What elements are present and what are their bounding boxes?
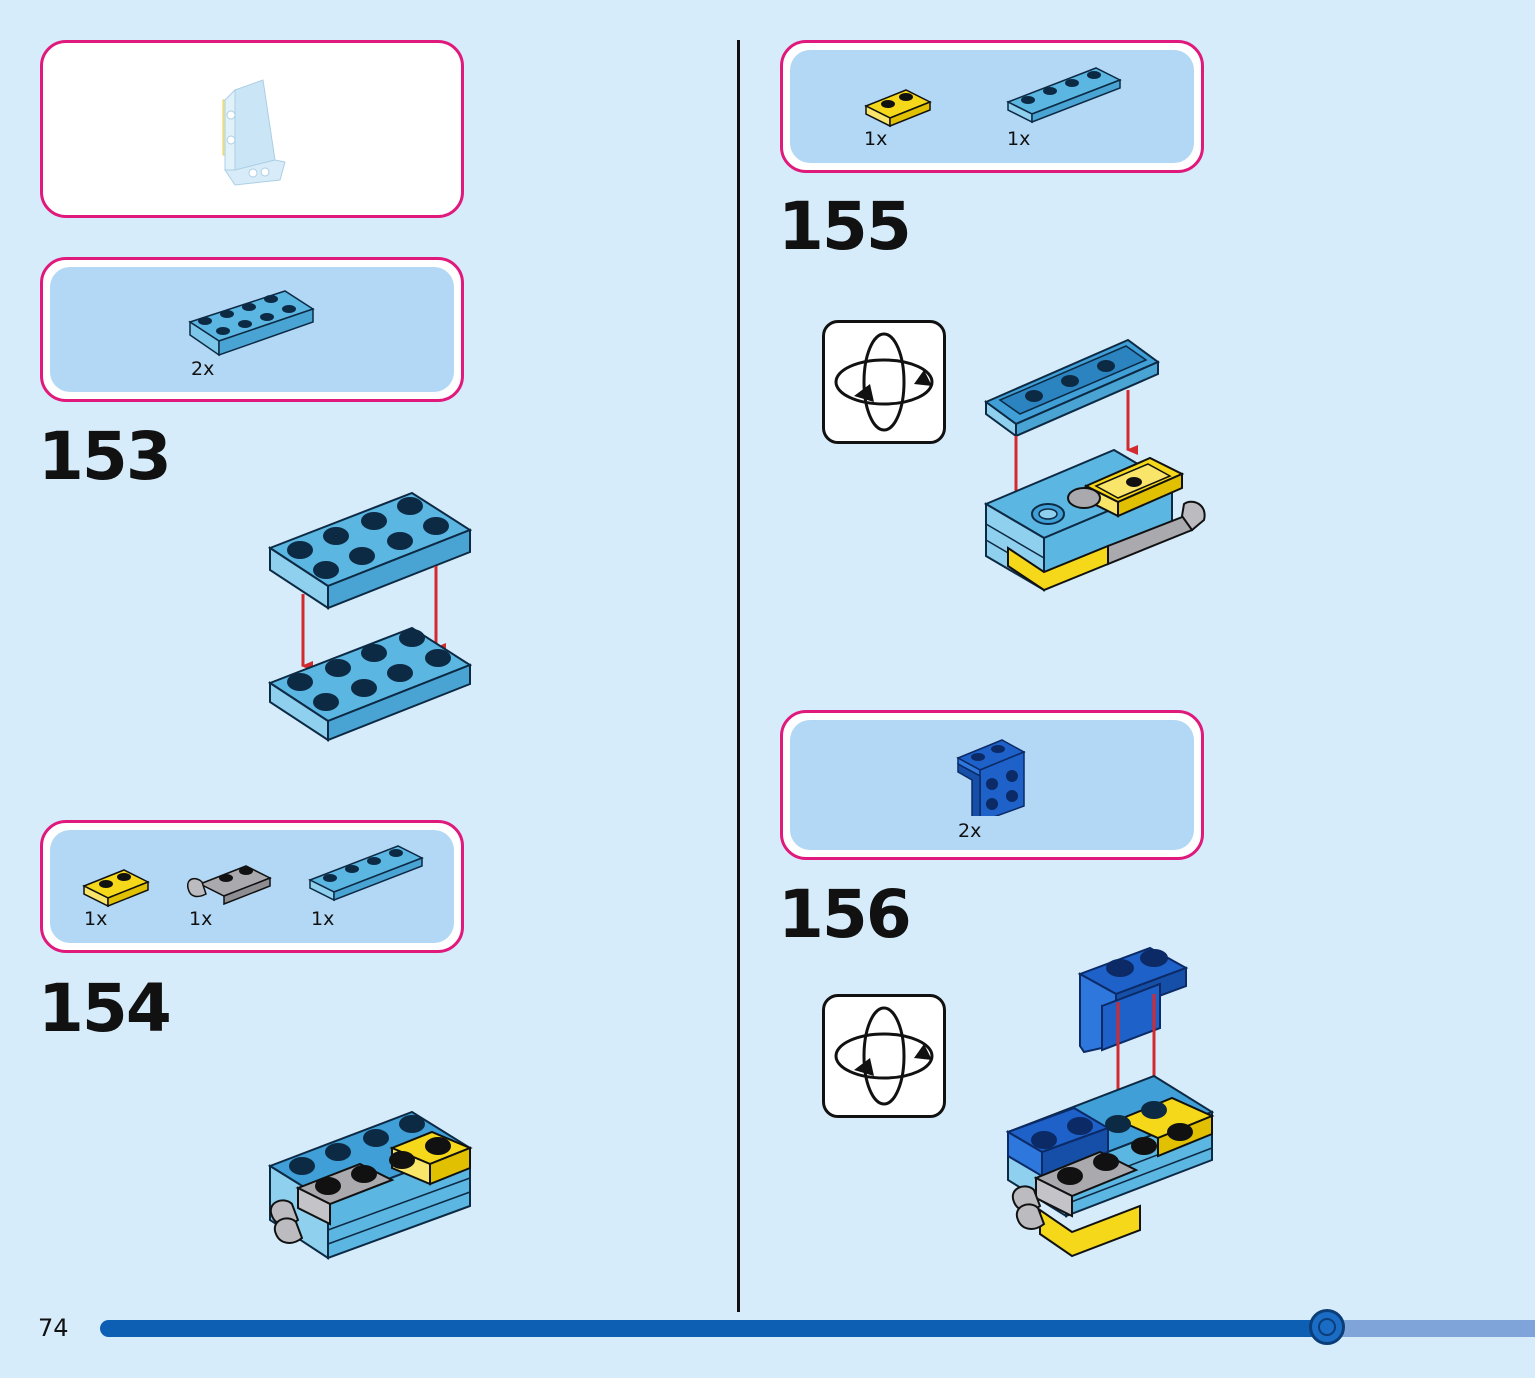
rotate-model-icon [834, 332, 934, 432]
grey-clip-plate-1x2-icon [187, 865, 272, 906]
part-qty: 1x [311, 908, 335, 930]
step-153-parts-inner: 2x [50, 267, 454, 392]
step-155-parts-panel: 1x 1x [780, 40, 1204, 173]
step-156-rotate-box [822, 994, 946, 1118]
part-qty: 2x [191, 358, 215, 380]
step-154-parts-panel: 1x 1x 1x [40, 820, 464, 953]
step-156-assembly-illustration [1005, 946, 1215, 1258]
part-qty: 2x [958, 820, 982, 842]
step-155-assembly-illustration [983, 338, 1206, 592]
yellow-plate-1x2-icon [82, 869, 150, 908]
step-154-parts-inner: 1x 1x 1x [50, 830, 454, 943]
step-number-153: 153 [38, 418, 172, 495]
blue-bracket-1x2-2x2-icon [956, 739, 1026, 816]
light-blue-slope-piece-icon [222, 79, 286, 186]
part-qty: 1x [1007, 128, 1031, 150]
step-156-parts-panel: 2x [780, 710, 1204, 860]
light-blue-plate-2x4-icon [188, 290, 315, 357]
step-153-parts-panel: 2x [40, 257, 464, 402]
light-blue-plate-1x4-icon [1006, 67, 1122, 124]
step-155-parts-inner: 1x 1x [790, 50, 1194, 163]
step-number-155: 155 [778, 188, 912, 265]
progress-bar [100, 1320, 1535, 1337]
step-155-rotate-box [822, 320, 946, 444]
page-number: 74 [38, 1314, 69, 1342]
rotate-model-icon [834, 1006, 934, 1106]
preview-panel-inner [50, 50, 454, 208]
column-divider [737, 40, 740, 1312]
progress-marker [1309, 1309, 1345, 1345]
step-154-assembly-illustration [267, 1110, 473, 1260]
progress-bar-fill [100, 1320, 1327, 1337]
part-qty: 1x [864, 128, 888, 150]
part-qty: 1x [189, 908, 213, 930]
step-156-parts-inner: 2x [790, 720, 1194, 850]
yellow-plate-1x2-icon [864, 89, 932, 128]
light-blue-plate-1x4-icon [308, 845, 424, 902]
step-153-assembly-illustration [267, 491, 473, 742]
part-qty: 1x [84, 908, 108, 930]
step-number-156: 156 [778, 876, 912, 953]
step-number-154: 154 [38, 970, 172, 1047]
preview-panel [40, 40, 464, 218]
